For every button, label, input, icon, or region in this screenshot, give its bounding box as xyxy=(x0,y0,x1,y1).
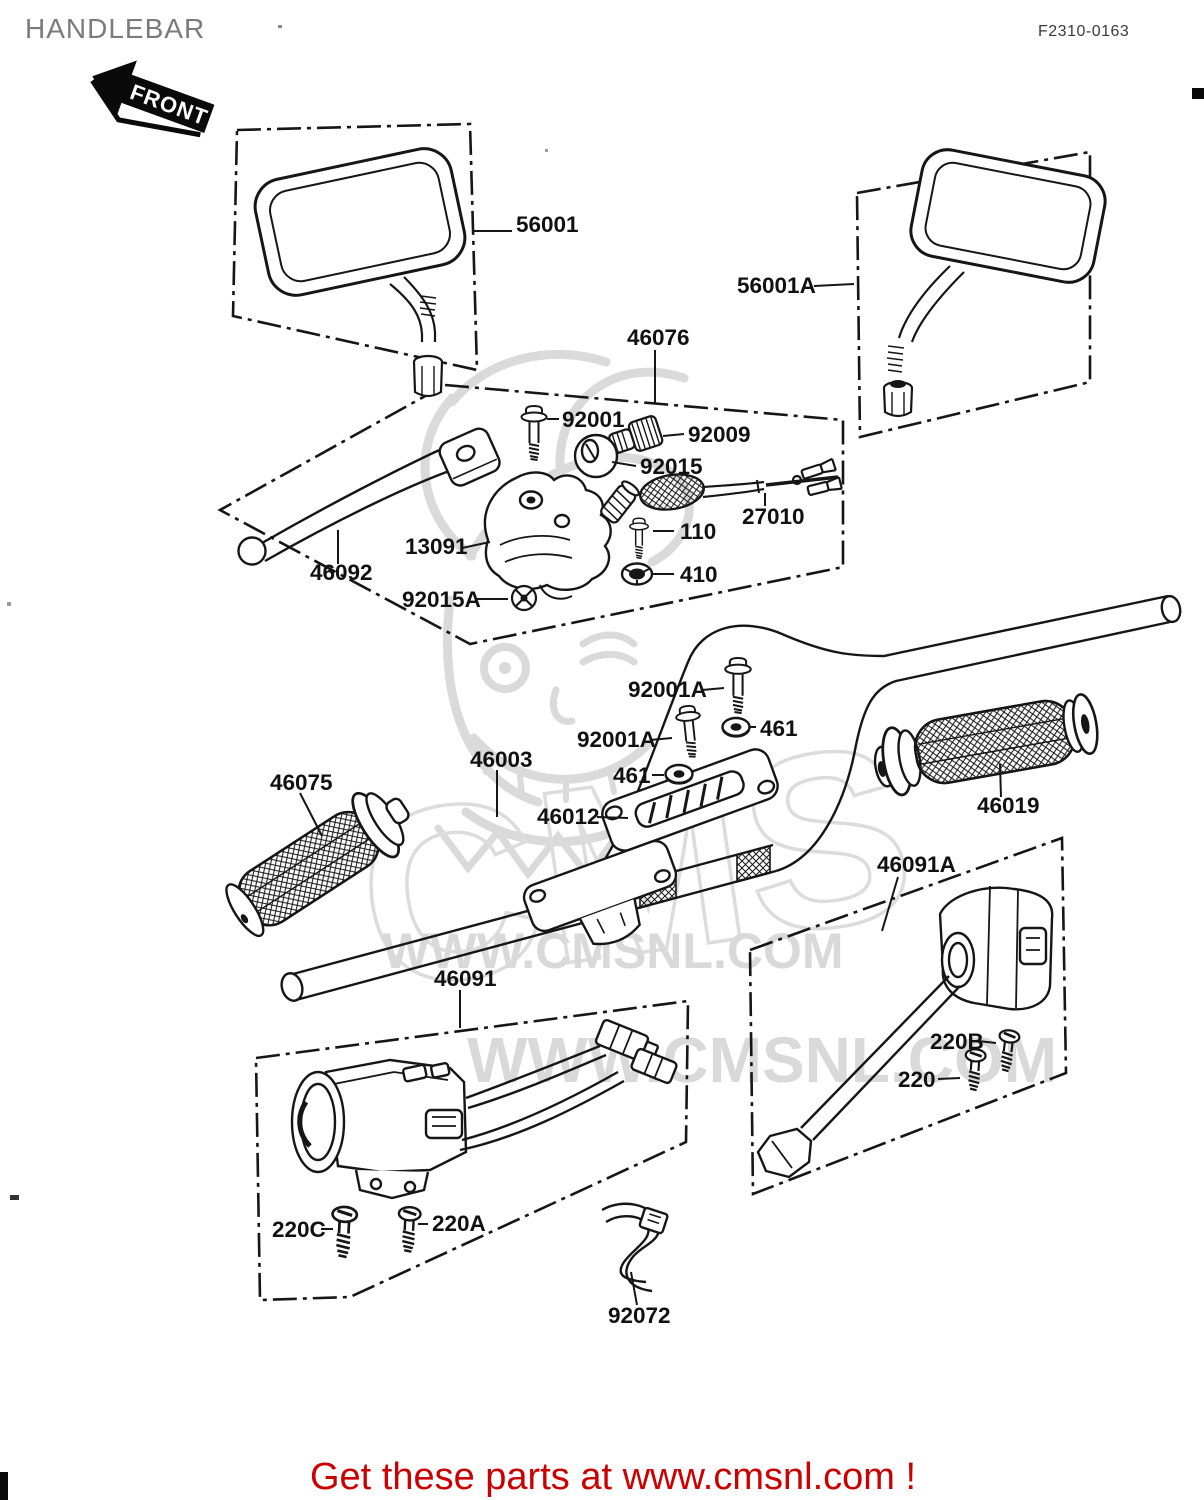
label-110: 110 xyxy=(680,519,716,544)
label-46075: 46075 xyxy=(270,770,333,795)
screw-220c xyxy=(328,1204,359,1260)
label-46092: 46092 xyxy=(310,560,373,585)
label-92001: 92001 xyxy=(562,407,625,432)
wire-connector-lower xyxy=(630,1047,678,1085)
label-46091a: 46091A xyxy=(877,852,956,877)
label-461-right: 461 xyxy=(760,716,798,741)
clutch-lever xyxy=(237,427,501,566)
band-92072 xyxy=(601,1202,669,1293)
label-92072: 92072 xyxy=(608,1303,671,1328)
cable-27010 xyxy=(600,457,843,524)
part-number-labels: 56001 56001A 46076 92001 92009 92015 270… xyxy=(270,212,1040,1328)
nut-410 xyxy=(620,562,654,586)
label-56001: 56001 xyxy=(516,212,579,237)
label-46019: 46019 xyxy=(977,793,1040,818)
mirror-left-group-box xyxy=(231,122,479,372)
page-title: HANDLEBAR xyxy=(25,13,205,44)
bolt-110 xyxy=(629,517,649,559)
washer-461-left xyxy=(664,763,694,785)
mirror-left-nut xyxy=(412,354,444,398)
switch-housing-left xyxy=(290,1018,678,1200)
label-92001a-left: 92001A xyxy=(577,727,656,752)
leader-lines xyxy=(299,230,1002,1306)
switch-housing-right xyxy=(756,885,1054,1179)
label-46012: 46012 xyxy=(537,804,600,829)
mirror-right-nut xyxy=(882,380,914,418)
label-92009: 92009 xyxy=(688,422,751,447)
bolt-92001a-right xyxy=(724,656,752,715)
front-direction-arrow: FRONT xyxy=(90,60,215,138)
figure-code: F2310-0163 xyxy=(1038,23,1129,40)
lever-assembly-group-box xyxy=(217,383,845,646)
label-220b: 220B xyxy=(930,1029,984,1054)
dial-92015 xyxy=(573,433,619,479)
grip-right xyxy=(873,693,1099,797)
grip-left xyxy=(225,791,410,938)
adjuster-92009 xyxy=(608,415,664,455)
label-46091: 46091 xyxy=(434,966,497,991)
label-46003: 46003 xyxy=(470,747,533,772)
switch-left-group-box xyxy=(254,999,690,1302)
label-56001a: 56001A xyxy=(737,273,816,298)
label-27010: 27010 xyxy=(742,504,805,529)
label-220a: 220A xyxy=(432,1211,486,1236)
label-92015a: 92015A xyxy=(402,587,481,612)
bolt-92001 xyxy=(520,405,548,461)
jester-face-watermark-art xyxy=(420,349,694,882)
label-461-left: 461 xyxy=(613,763,651,788)
nut-92015a xyxy=(510,584,538,612)
handlebar-clamp xyxy=(522,748,779,946)
label-13091: 13091 xyxy=(405,534,468,559)
screw-220a xyxy=(395,1205,423,1254)
label-92015: 92015 xyxy=(640,454,703,479)
label-92001a-right: 92001A xyxy=(628,677,707,702)
mirror-left xyxy=(253,147,467,398)
footer-banner-text: Get these parts at www.cmsnl.com ! xyxy=(310,1456,916,1498)
mirror-right xyxy=(882,148,1107,418)
label-410: 410 xyxy=(680,562,718,587)
washer-461-right xyxy=(721,716,751,738)
lever-holder xyxy=(483,471,612,600)
label-220: 220 xyxy=(898,1067,936,1092)
scan-artifacts xyxy=(0,25,1204,1500)
label-46076: 46076 xyxy=(627,325,690,350)
label-220c: 220C xyxy=(272,1217,326,1242)
switch-right-group-box xyxy=(748,836,1068,1196)
